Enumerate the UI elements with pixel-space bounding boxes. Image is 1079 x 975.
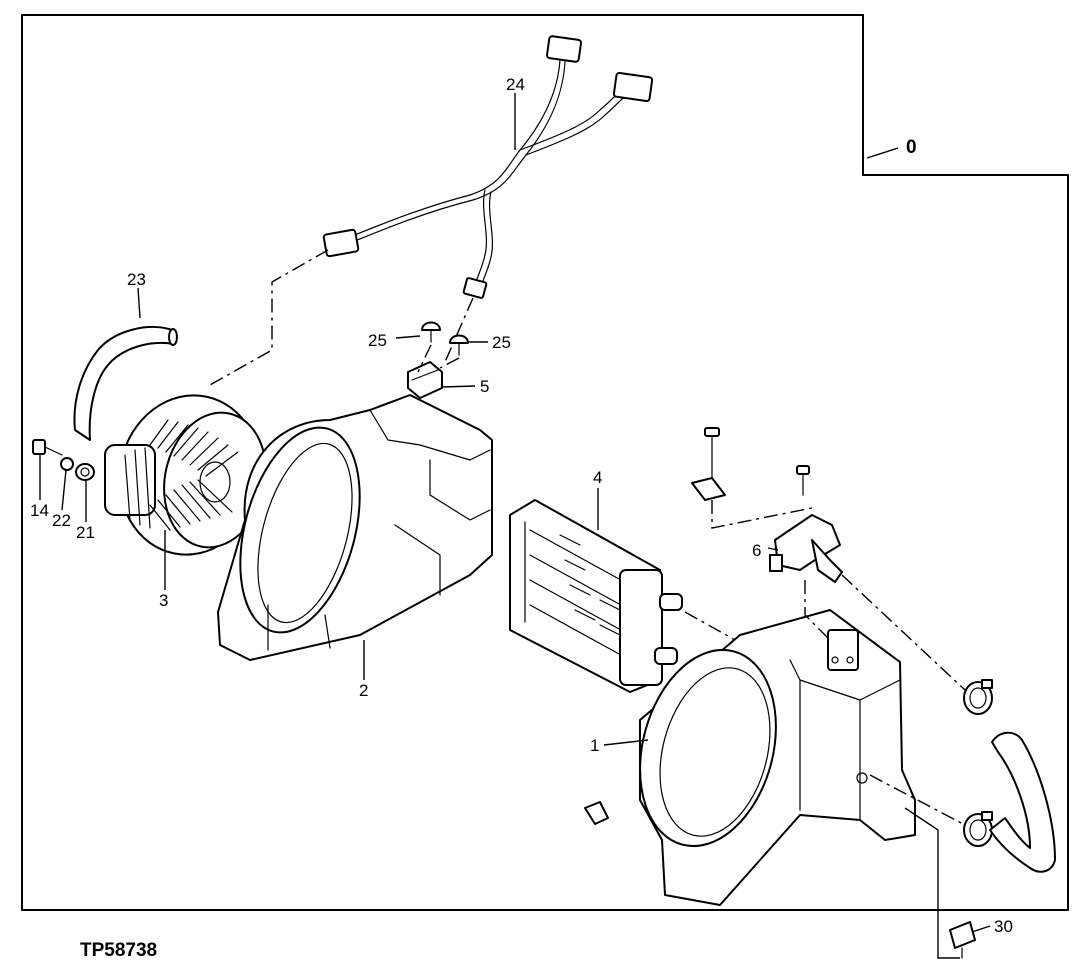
callout-24: 24 [506, 75, 525, 94]
hose-23 [73, 326, 175, 441]
leader-25a [395, 335, 421, 339]
callout-2: 2 [359, 681, 368, 700]
hose-lower [989, 731, 1056, 873]
figure-id: TP58738 [80, 940, 157, 961]
callout-6: 6 [752, 541, 761, 560]
bolt-30 [949, 921, 976, 959]
connection-line [209, 249, 329, 386]
grommet-21 [75, 463, 95, 481]
valve-6 [769, 514, 843, 583]
callout-3: 3 [159, 591, 168, 610]
callout-30: 30 [994, 917, 1013, 936]
callout-25a: 25 [368, 331, 387, 350]
bolt-14 [32, 439, 63, 456]
leader-30 [971, 925, 991, 933]
callout-0: 0 [906, 137, 917, 158]
callout-4: 4 [593, 468, 602, 487]
leader-1 [603, 739, 649, 746]
hose-routing-line [841, 574, 966, 691]
leader-5 [441, 385, 476, 388]
callout-22: 22 [52, 511, 71, 530]
callout-21: 21 [76, 523, 95, 542]
callout-14: 14 [30, 501, 49, 520]
callout-5: 5 [480, 377, 489, 396]
screw-25a [421, 321, 441, 343]
hose-clamp-upper [963, 679, 993, 715]
leader-6 [767, 547, 779, 551]
hose-clamp-lower [963, 811, 993, 847]
screw-25b [449, 334, 469, 356]
leader-22 [61, 469, 67, 511]
leader-23 [137, 287, 141, 319]
washer-22 [60, 457, 74, 471]
heater-core [509, 499, 683, 693]
callout-1: 1 [590, 736, 599, 755]
diagram-frame [21, 14, 1069, 911]
hose-routing-line [869, 774, 966, 826]
clip [584, 801, 609, 825]
blower-housing [217, 394, 493, 661]
callout-23: 23 [127, 270, 146, 289]
callout-25b: 25 [492, 333, 511, 352]
connection-line [444, 297, 474, 363]
leader-0 [866, 147, 899, 159]
connection-line [684, 611, 736, 641]
resistor-5 [407, 361, 443, 399]
heater-case [639, 609, 916, 906]
bracket-clip [691, 477, 726, 501]
wiring-harness [322, 35, 654, 299]
